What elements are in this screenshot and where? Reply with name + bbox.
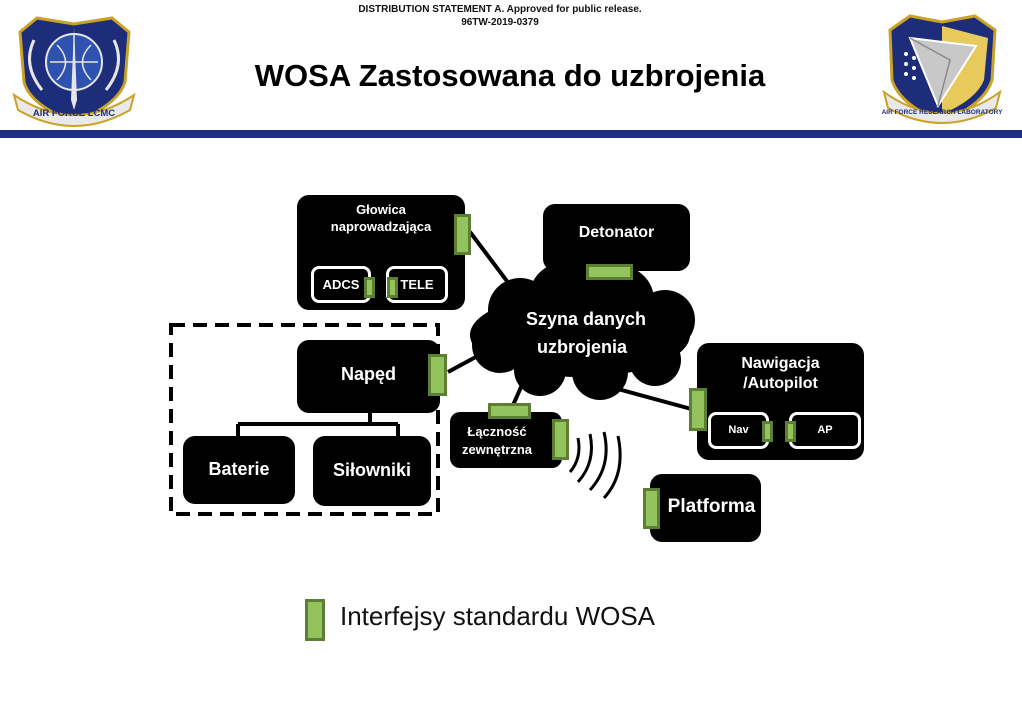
wosa-interface-propulsion (428, 354, 447, 396)
wosa-interface-detonator (586, 264, 633, 280)
wosa-interface-navigation (689, 388, 707, 431)
propulsion-group-outline (169, 323, 440, 516)
data-bus-cloud (470, 262, 695, 400)
right-logo-text: AIR FORCE RESEARCH LABORATORY (882, 109, 1004, 116)
adcs-module: ADCS (311, 266, 371, 303)
distribution-statement: DISTRIBUTION STATEMENT A. Approved for p… (358, 4, 642, 15)
seeker-label-line2: naprowadzająca (330, 219, 432, 234)
wosa-interface-tele (387, 277, 398, 298)
seeker-label-line1: Głowica (356, 202, 406, 217)
bus-label-line2: uzbrojenia (537, 337, 628, 357)
comms-label-line1: Łączność (467, 424, 527, 439)
wosa-interface-platform (643, 488, 660, 529)
wosa-interface-ap (785, 421, 796, 442)
external-comms-node: Łączność zewnętrzna (450, 412, 562, 468)
wireless-signal-icon (568, 431, 622, 500)
legend-interface-swatch (305, 599, 325, 641)
wosa-interface-nav (762, 421, 773, 442)
bus-label-line1: Szyna danych (526, 309, 646, 329)
wosa-interface-adcs (364, 277, 375, 298)
wosa-interface-comms-top (488, 403, 531, 419)
comms-label-line2: zewnętrzna (461, 442, 533, 457)
slide-title: WOSA Zastosowana do uzbrojenia (254, 58, 766, 93)
platform-node: Platforma (650, 474, 761, 542)
nav-module: Nav (708, 412, 769, 449)
nav-label-line2: /Autopilot (743, 375, 818, 392)
battery-node: Baterie (183, 436, 295, 504)
air-force-lcmc-logo: AIR FORCE LCMC (12, 16, 136, 127)
left-logo-text: AIR FORCE LCMC (33, 108, 115, 119)
wosa-interface-comms-side (552, 419, 569, 460)
propulsion-node: Napęd (297, 340, 440, 413)
nav-label-line1: Nawigacja (741, 355, 820, 372)
ap-module: AP (789, 412, 861, 449)
release-number: 96TW-2019-0379 (461, 17, 539, 28)
wosa-interface-seeker (454, 214, 471, 255)
detonator-node: Detonator (543, 204, 690, 271)
air-force-research-laboratory-logo: AIR FORCE RESEARCH LABORATORY (882, 14, 1004, 124)
actuators-node: Siłowniki (313, 436, 431, 506)
legend-label: Interfejsy standardu WOSA (340, 601, 656, 631)
header-divider (0, 130, 1022, 138)
